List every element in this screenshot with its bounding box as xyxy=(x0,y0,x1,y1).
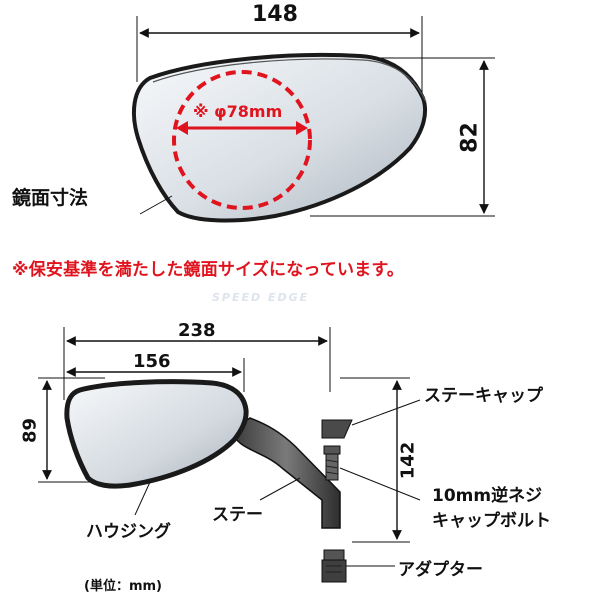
adapter-part xyxy=(321,559,347,583)
circle-diameter-label: ※ φ78mm xyxy=(193,102,283,121)
mirror-size-label: 鏡面寸法 xyxy=(12,187,89,209)
stay-cap-part xyxy=(321,419,353,439)
stay-cap-leader xyxy=(351,399,421,426)
bolt-label-line1: 10mm逆ネジ xyxy=(432,486,543,506)
housing-glass xyxy=(64,379,249,489)
regulation-note: ※保安基準を満たした鏡面サイズになっています。 xyxy=(12,260,405,280)
bolt-label-line2: キャップボルト xyxy=(432,511,551,531)
stay-label: ステー xyxy=(212,505,263,525)
mirror-size-leader xyxy=(139,195,173,215)
top-width-label: 148 xyxy=(252,2,298,27)
housing-leader xyxy=(134,481,151,516)
adapter-label: アダプター xyxy=(398,560,483,580)
stay-cap-label: ステーキャップ xyxy=(424,386,543,406)
top-height-label: 82 xyxy=(457,122,483,153)
mirror-height-label: 89 xyxy=(19,417,41,444)
top-mirror xyxy=(132,16,495,223)
bottom-mirror xyxy=(38,327,421,583)
diameter-circle xyxy=(172,70,312,210)
bolt-leader xyxy=(339,467,421,501)
housing-label: ハウジング xyxy=(86,522,171,542)
overall-width-label: 238 xyxy=(178,320,216,341)
unit-label: (単位：mm) xyxy=(84,579,162,594)
mirror-width-label: 156 xyxy=(133,351,171,372)
top-mirror-glass xyxy=(132,53,428,223)
overall-height-label: 142 xyxy=(397,441,419,480)
stay-arm xyxy=(231,417,341,529)
watermark: SPEED EDGE xyxy=(212,291,310,304)
stay-leader xyxy=(259,477,301,501)
